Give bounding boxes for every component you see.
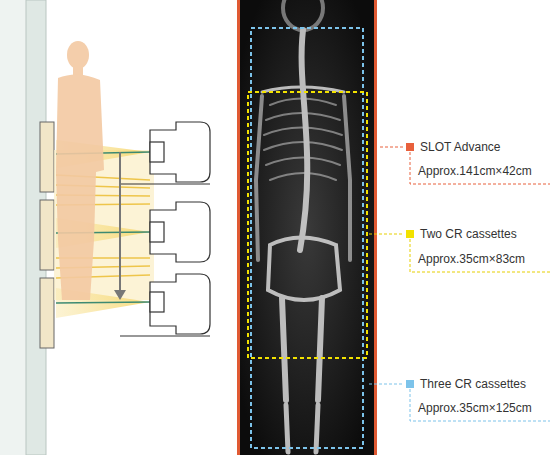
legend-text: Three CR cassettes: [420, 377, 526, 391]
leader-line: [369, 147, 550, 421]
legend-swatch: [406, 143, 414, 151]
patient-silhouette: [56, 41, 104, 300]
xray-tube: [120, 122, 210, 336]
legend-swatch: [406, 230, 414, 238]
dimension-label: Approx.35cm×83cm: [418, 252, 525, 266]
motion-arrow: [114, 152, 126, 300]
legend-text: SLOT Advance: [420, 140, 501, 154]
wall-stand: [0, 0, 54, 455]
legend-swatch: [406, 380, 414, 388]
legend-text: Two CR cassettes: [420, 227, 517, 241]
xray-image: [237, 0, 377, 455]
dimension-label: Approx.35cm×125cm: [418, 401, 532, 415]
dimension-label: Approx.141cm×42cm: [418, 164, 532, 178]
